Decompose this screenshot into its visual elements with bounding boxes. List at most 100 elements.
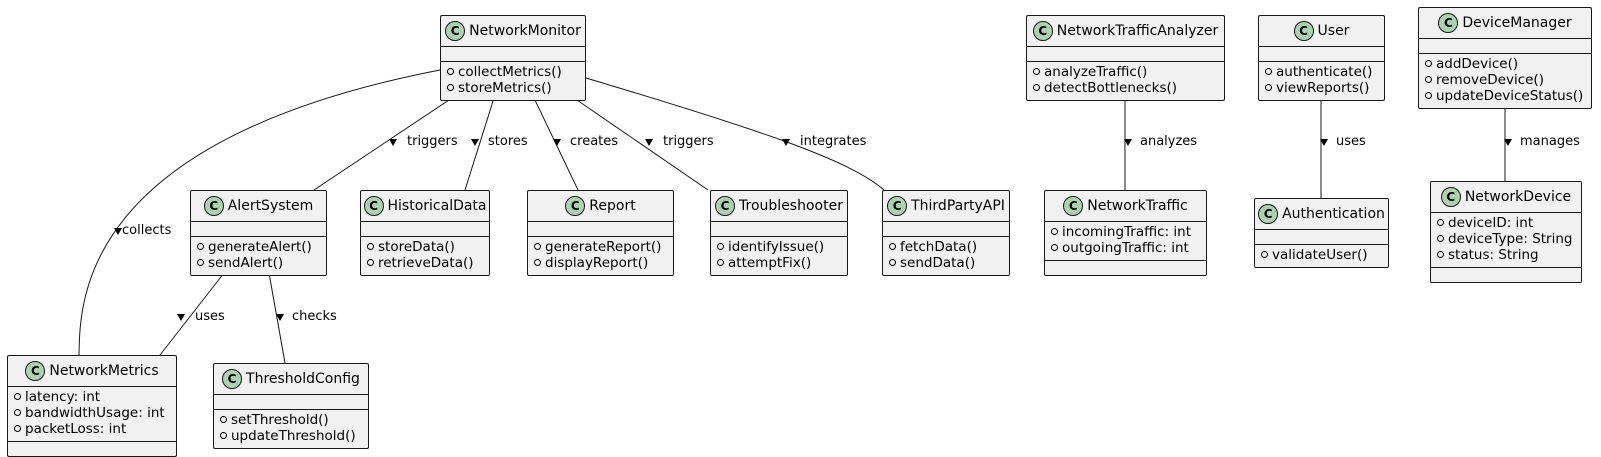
relation-label: uses xyxy=(1336,134,1366,149)
class-methods: setThreshold()updateThreshold() xyxy=(214,410,368,448)
class-icon: C xyxy=(445,21,466,41)
method-text: displayReport() xyxy=(545,255,649,271)
class-method: updateThreshold() xyxy=(214,428,368,444)
method-text: generateAlert() xyxy=(208,239,312,255)
class-method: storeData() xyxy=(361,239,489,255)
relation-label: stores xyxy=(488,134,528,149)
class-name: Report xyxy=(589,198,636,214)
class-methods: identifyIssue()attemptFix() xyxy=(711,237,847,275)
class-fields xyxy=(214,395,368,409)
class-methods: fetchData()sendData() xyxy=(883,237,1009,275)
class-icon: C xyxy=(715,196,736,216)
class-name: AlertSystem xyxy=(227,198,314,214)
public-visibility-icon xyxy=(14,392,21,400)
field-text: packetLoss: int xyxy=(25,421,127,437)
class-fields xyxy=(191,222,326,236)
class-divider xyxy=(528,221,673,222)
class-divider xyxy=(1255,229,1388,230)
class-icon: C xyxy=(222,369,243,389)
class-method: collectMetrics() xyxy=(441,64,585,80)
class-name: NetworkTrafficAnalyzer xyxy=(1056,23,1219,39)
class-field: incomingTraffic: int xyxy=(1045,224,1206,240)
class-divider xyxy=(8,386,176,387)
class-field: bandwidthUsage: int xyxy=(8,405,176,421)
public-visibility-icon xyxy=(1425,91,1432,99)
relation-line-alert-system-threshold-config xyxy=(268,272,286,364)
class-method: retrieveData() xyxy=(361,255,489,271)
class-divider xyxy=(214,394,368,395)
direction-arrow-icon xyxy=(553,139,561,146)
direction-arrow-icon xyxy=(389,139,397,146)
public-visibility-icon xyxy=(1265,67,1272,75)
class-method: generateAlert() xyxy=(191,239,326,255)
public-visibility-icon xyxy=(1425,75,1432,83)
direction-arrow-icon xyxy=(177,314,185,321)
class-field: deviceID: int xyxy=(1431,215,1581,231)
class-name: Troubleshooter xyxy=(739,198,843,214)
class-fields xyxy=(1255,230,1388,244)
relation-label: triggers xyxy=(663,134,714,149)
class-method: validateUser() xyxy=(1255,247,1388,263)
class-divider xyxy=(528,236,673,237)
class-field: deviceType: String xyxy=(1431,231,1581,247)
class-name: User xyxy=(1317,23,1350,39)
relation-line-alert-system-network-metrics xyxy=(159,272,225,356)
direction-arrow-icon xyxy=(1124,139,1132,146)
class-method: sendAlert() xyxy=(191,255,326,271)
class-name: Authentication xyxy=(1282,206,1385,222)
class-methods: generateReport()displayReport() xyxy=(528,237,673,275)
class-field: outgoingTraffic: int xyxy=(1045,240,1206,256)
class-divider xyxy=(441,61,585,62)
public-visibility-icon xyxy=(1051,243,1058,251)
method-text: updateDeviceStatus() xyxy=(1436,88,1584,104)
method-text: analyzeTraffic() xyxy=(1044,64,1148,80)
relation-line-network-monitor-historical-data xyxy=(464,97,495,191)
public-visibility-icon xyxy=(367,258,374,266)
field-text: latency: int xyxy=(25,389,101,405)
class-methods: validateUser() xyxy=(1255,245,1388,267)
method-text: retrieveData() xyxy=(378,255,474,271)
public-visibility-icon xyxy=(220,415,227,423)
relation-line-network-monitor-troubleshooter xyxy=(573,97,709,191)
public-visibility-icon xyxy=(889,242,896,250)
method-text: authenticate() xyxy=(1276,64,1373,80)
class-method: sendData() xyxy=(883,255,1009,271)
class-name: ThresholdConfig xyxy=(246,371,360,387)
class-method: generateReport() xyxy=(528,239,673,255)
class-methods: generateAlert()sendAlert() xyxy=(191,237,326,275)
relation-label: checks xyxy=(292,309,337,324)
field-text: outgoingTraffic: int xyxy=(1062,240,1189,256)
class-divider xyxy=(8,441,176,442)
class-name: DeviceManager xyxy=(1462,15,1572,31)
class-name: ThirdPartyAPI xyxy=(911,198,1005,214)
method-text: sendData() xyxy=(900,255,976,271)
method-text: detectBottlenecks() xyxy=(1044,80,1178,96)
method-text: generateReport() xyxy=(545,239,662,255)
public-visibility-icon xyxy=(1033,83,1040,91)
class-icon: C xyxy=(887,196,908,216)
class-fields xyxy=(711,222,847,236)
method-text: attemptFix() xyxy=(728,255,812,271)
class-fields xyxy=(883,222,1009,236)
relation-label: triggers xyxy=(407,134,458,149)
class-fields xyxy=(441,47,585,61)
direction-arrow-icon xyxy=(276,314,284,321)
class-divider xyxy=(1419,53,1591,54)
direction-arrow-icon xyxy=(471,139,479,146)
class-divider xyxy=(1419,38,1591,39)
direction-arrow-icon xyxy=(1320,139,1328,146)
relation-label: collects xyxy=(122,223,172,238)
class-methods: addDevice()removeDevice()updateDeviceSta… xyxy=(1419,54,1591,108)
